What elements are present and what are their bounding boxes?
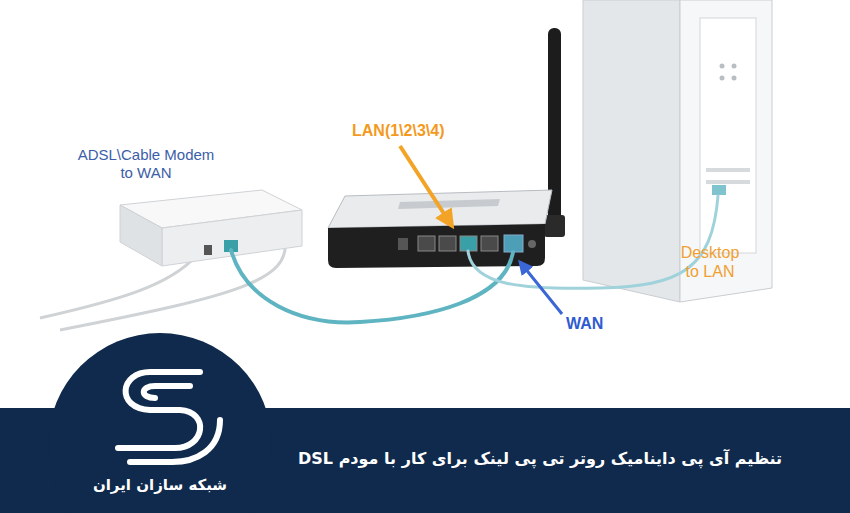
logo-disc (48, 333, 272, 513)
adsl-modem (120, 190, 302, 266)
network-cables (231, 196, 718, 322)
router-body (328, 190, 552, 268)
desktop-tower (583, 0, 772, 302)
modem-label: ADSL\Cable Modem to WAN (72, 146, 220, 182)
lan-pointer (400, 146, 452, 226)
wan-pointer (520, 262, 562, 314)
banner-title: تنظیم آی پی داینامیک روتر تی پی لینک برا… (290, 449, 782, 468)
wan-port-label: WAN (566, 314, 603, 333)
logo-mark (118, 372, 220, 462)
desktop-label: Desktop to LAN (674, 243, 746, 281)
logo-text: شبکه سازان ایران (70, 476, 250, 494)
lan-ports-label: LAN(1\2\3\4) (352, 121, 444, 140)
